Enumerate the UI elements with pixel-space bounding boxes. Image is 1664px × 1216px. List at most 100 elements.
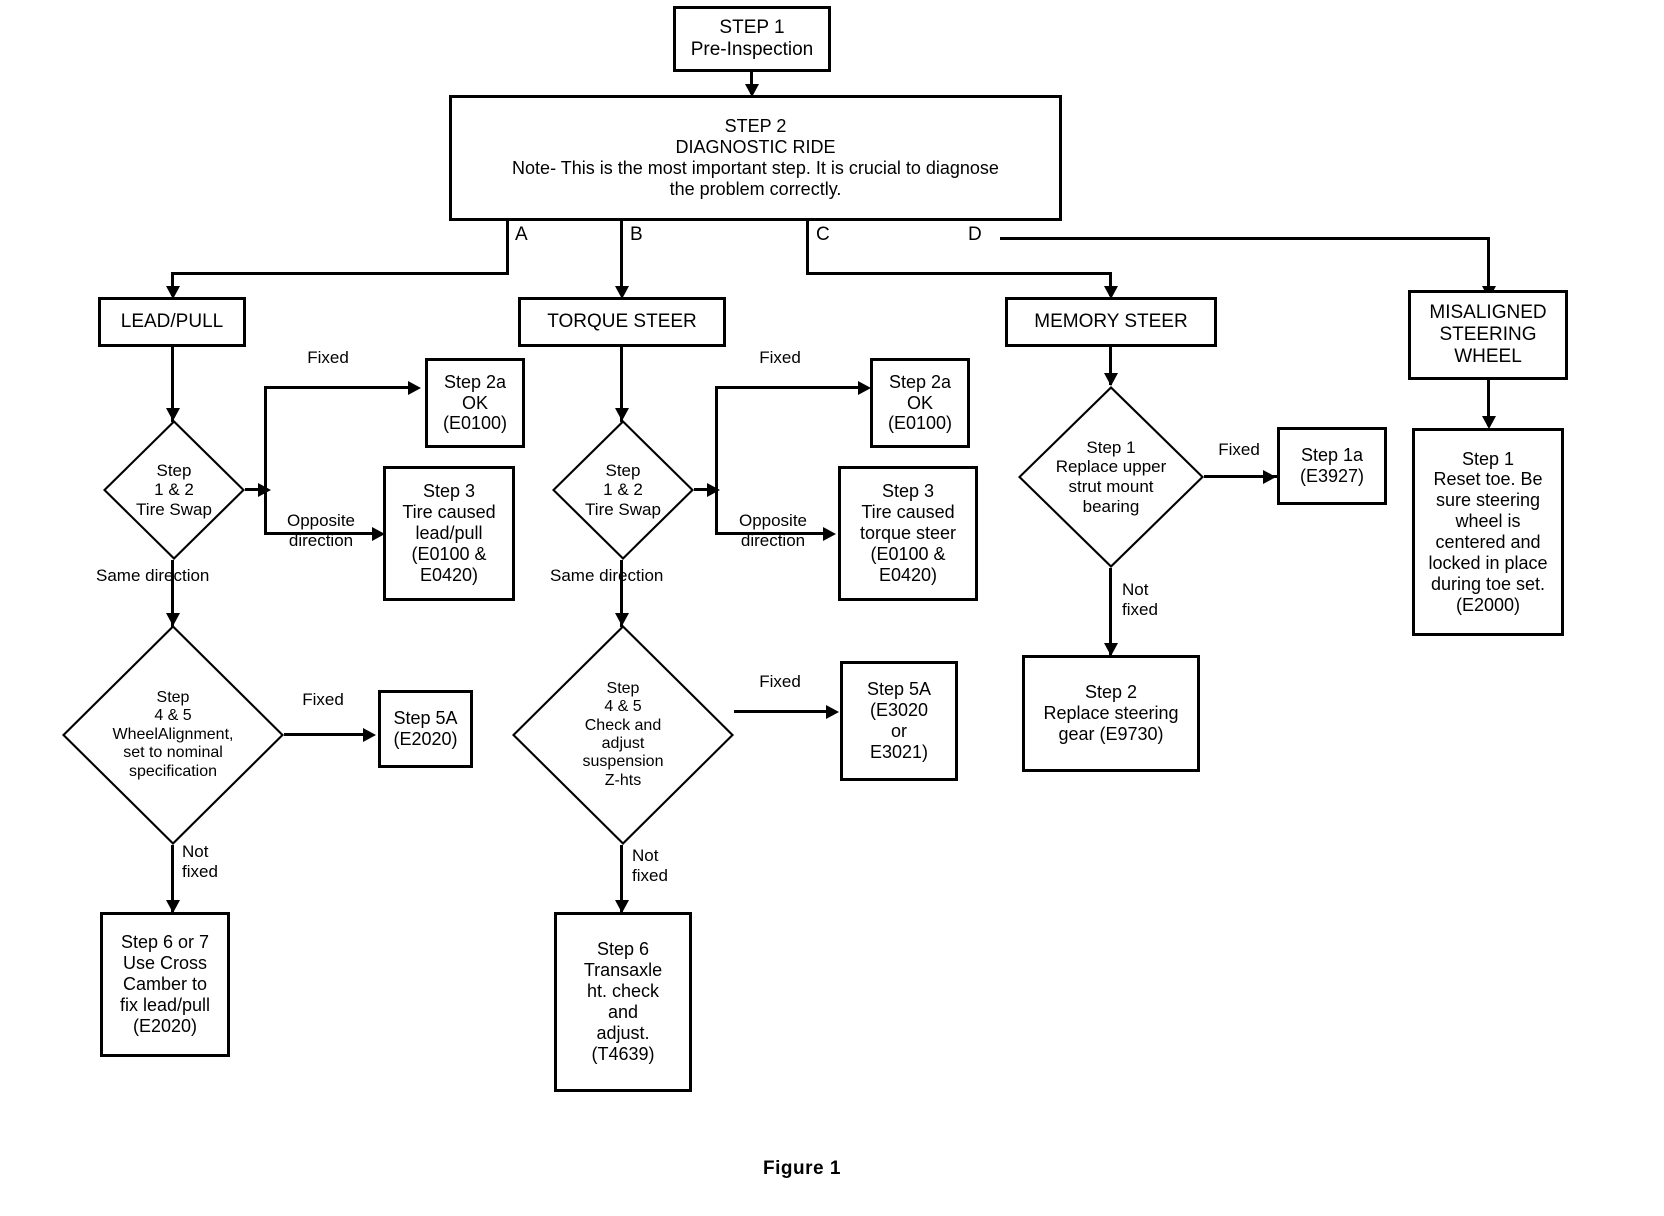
connector-ts-opposite	[715, 532, 830, 535]
decision-ts-tire-swap-text: Step 1 & 2 Tire Swap	[585, 460, 661, 519]
arrowhead-ms-notfixed	[1104, 643, 1118, 656]
node-ts-step-3: Step 3 Tire caused torque steer (E0100 &…	[838, 466, 978, 601]
arrowhead-branch-b	[615, 286, 629, 299]
connector-lp-same	[171, 560, 174, 627]
connector-misaligned-step1	[1487, 380, 1490, 426]
connector-ts-check-fixed	[734, 710, 833, 713]
connector-branch-c-vert	[806, 221, 809, 275]
arrowhead-branch-c	[1104, 286, 1118, 299]
arrowhead-torque-tireswap	[615, 408, 629, 421]
decision-lp-tire-swap: Step 1 & 2 Tire Swap	[103, 420, 245, 560]
edge-label-ts-fixed: Fixed	[759, 348, 801, 367]
decision-ts-check-adjust-text: Step 4 & 5 Check and adjust suspension Z…	[582, 679, 664, 789]
connector-branch-d-drop	[1487, 237, 1490, 295]
node-ts-step-5a-text: Step 5A (E3020 or E3021)	[866, 679, 932, 762]
arrowhead-lp-notfixed	[166, 900, 180, 913]
decision-ts-check-adjust: Step 4 & 5 Check and adjust suspension Z…	[512, 625, 734, 845]
connector-ts-same	[620, 560, 623, 627]
edge-label-ms-notfixed: Not fixed	[1122, 580, 1158, 619]
edge-label-lp-fixed: Fixed	[307, 348, 349, 367]
node-lp-step-6-or-7: Step 6 or 7 Use Cross Camber to fix lead…	[100, 912, 230, 1057]
decision-ts-tire-swap: Step 1 & 2 Tire Swap	[552, 420, 694, 560]
node-torque-steer-text: TORQUE STEER	[547, 310, 697, 332]
node-step-1-text: STEP 1 Pre-Inspection	[690, 16, 814, 60]
connector-lp-split-bar	[264, 386, 267, 535]
edge-label-branch-c: C	[816, 224, 830, 245]
edge-label-ms-fixed: Fixed	[1218, 440, 1260, 459]
connector-ts-fixed	[715, 386, 865, 389]
node-mw-step-1-text: Step 1 Reset toe. Be sure steering wheel…	[1428, 448, 1548, 615]
node-lp-step-3-text: Step 3 Tire caused lead/pull (E0100 & E0…	[402, 481, 496, 585]
decision-lp-wheel-alignment: Step 4 & 5 WheelAlignment, set to nomina…	[62, 625, 284, 845]
connector-ts-split-bar	[715, 386, 718, 535]
connector-ts-swap-out	[694, 488, 716, 491]
node-lp-step-5a: Step 5A (E2020)	[378, 690, 473, 768]
arrowhead-ts-fixed	[858, 381, 871, 395]
connector-lp-opposite	[264, 532, 379, 535]
node-step-2: STEP 2 DIAGNOSTIC RIDE Note- This is the…	[449, 95, 1062, 221]
node-misaligned-steering-wheel: MISALIGNED STEERING WHEEL	[1408, 290, 1568, 380]
connector-ts-notfixed	[620, 845, 623, 913]
connector-ms-fixed	[1204, 475, 1280, 478]
edge-label-lp-same: Same direction	[96, 566, 210, 585]
arrowhead-ts-swap-out	[707, 483, 720, 497]
node-mw-step-1: Step 1 Reset toe. Be sure steering wheel…	[1412, 428, 1564, 636]
node-lead-pull-text: LEAD/PULL	[120, 310, 224, 332]
edge-label-lp-notfixed: Not fixed	[182, 842, 218, 881]
node-step-2-text: STEP 2 DIAGNOSTIC RIDE Note- This is the…	[512, 116, 999, 199]
connector-branch-c-drop	[1109, 272, 1112, 296]
figure-caption: Figure 1	[763, 1158, 841, 1179]
edge-label-lp-fixed2: Fixed	[302, 690, 344, 709]
arrowhead-memory-step1	[1104, 373, 1118, 386]
connector-branch-d-horiz	[1000, 237, 1490, 240]
node-lp-step-2a: Step 2a OK (E0100)	[425, 358, 525, 448]
node-ts-step-6: Step 6 Transaxle ht. check and adjust. (…	[554, 912, 692, 1092]
edge-label-ts-same: Same direction	[550, 566, 664, 585]
node-ts-step-2a: Step 2a OK (E0100)	[870, 358, 970, 448]
edge-label-ts-notfixed: Not fixed	[632, 846, 668, 885]
arrowhead-lp-same	[166, 613, 180, 626]
node-lead-pull: LEAD/PULL	[98, 297, 246, 347]
arrowhead-lp-align-fixed	[363, 728, 376, 742]
node-ms-step-1a-text: Step 1a (E3927)	[1299, 445, 1365, 486]
node-ts-step-3-text: Step 3 Tire caused torque steer (E0100 &…	[859, 481, 957, 585]
edge-label-lp-opposite: Opposite direction	[286, 511, 356, 550]
node-ms-step-2: Step 2 Replace steering gear (E9730)	[1022, 655, 1200, 772]
arrowhead-ms-fixed	[1263, 470, 1276, 484]
connector-leadpull-tireswap	[171, 347, 174, 422]
decision-ms-step-1: Step 1 Replace upper strut mount bearing	[1018, 386, 1204, 568]
edge-label-branch-b: B	[630, 224, 643, 245]
node-ts-step-5a: Step 5A (E3020 or E3021)	[840, 661, 958, 781]
node-ms-step-1a: Step 1a (E3927)	[1277, 427, 1387, 505]
connector-branch-c-horiz	[806, 272, 1112, 275]
node-memory-steer-text: MEMORY STEER	[1034, 310, 1188, 332]
arrowhead-branch-a	[166, 286, 180, 299]
connector-lp-swap-out	[245, 488, 267, 491]
node-misaligned-steering-wheel-text: MISALIGNED STEERING WHEEL	[1429, 301, 1547, 368]
node-ms-step-2-text: Step 2 Replace steering gear (E9730)	[1043, 682, 1179, 744]
connector-branch-a-horiz	[171, 272, 509, 275]
arrowhead-lp-opposite	[372, 527, 385, 541]
connector-branch-b	[620, 221, 623, 295]
node-torque-steer: TORQUE STEER	[518, 297, 726, 347]
connector-branch-a-vert	[506, 221, 509, 275]
arrowhead-leadpull-tireswap	[166, 408, 180, 421]
edge-label-ts-opposite: Opposite direction	[738, 511, 808, 550]
node-lp-step-3: Step 3 Tire caused lead/pull (E0100 & E0…	[383, 466, 515, 601]
node-lp-step-2a-text: Step 2a OK (E0100)	[442, 371, 508, 434]
node-lp-step-5a-text: Step 5A (E2020)	[393, 708, 458, 749]
arrowhead-ts-notfixed	[615, 900, 629, 913]
arrowhead-ts-same	[615, 613, 629, 626]
edge-label-branch-a: A	[515, 224, 528, 245]
node-step-1: STEP 1 Pre-Inspection	[673, 6, 831, 72]
arrowhead-misaligned-step1	[1482, 416, 1496, 429]
arrowhead-ts-opposite	[823, 527, 836, 541]
node-ts-step-2a-text: Step 2a OK (E0100)	[887, 371, 953, 434]
connector-memory-step1	[1109, 347, 1112, 385]
connector-lp-align-fixed	[284, 733, 370, 736]
connector-ms-notfixed	[1109, 568, 1112, 656]
decision-ms-step-1-text: Step 1 Replace upper strut mount bearing	[1055, 437, 1167, 516]
node-ts-step-6-text: Step 6 Transaxle ht. check and adjust. (…	[583, 939, 663, 1064]
edge-label-ts-fixed2: Fixed	[759, 672, 801, 691]
